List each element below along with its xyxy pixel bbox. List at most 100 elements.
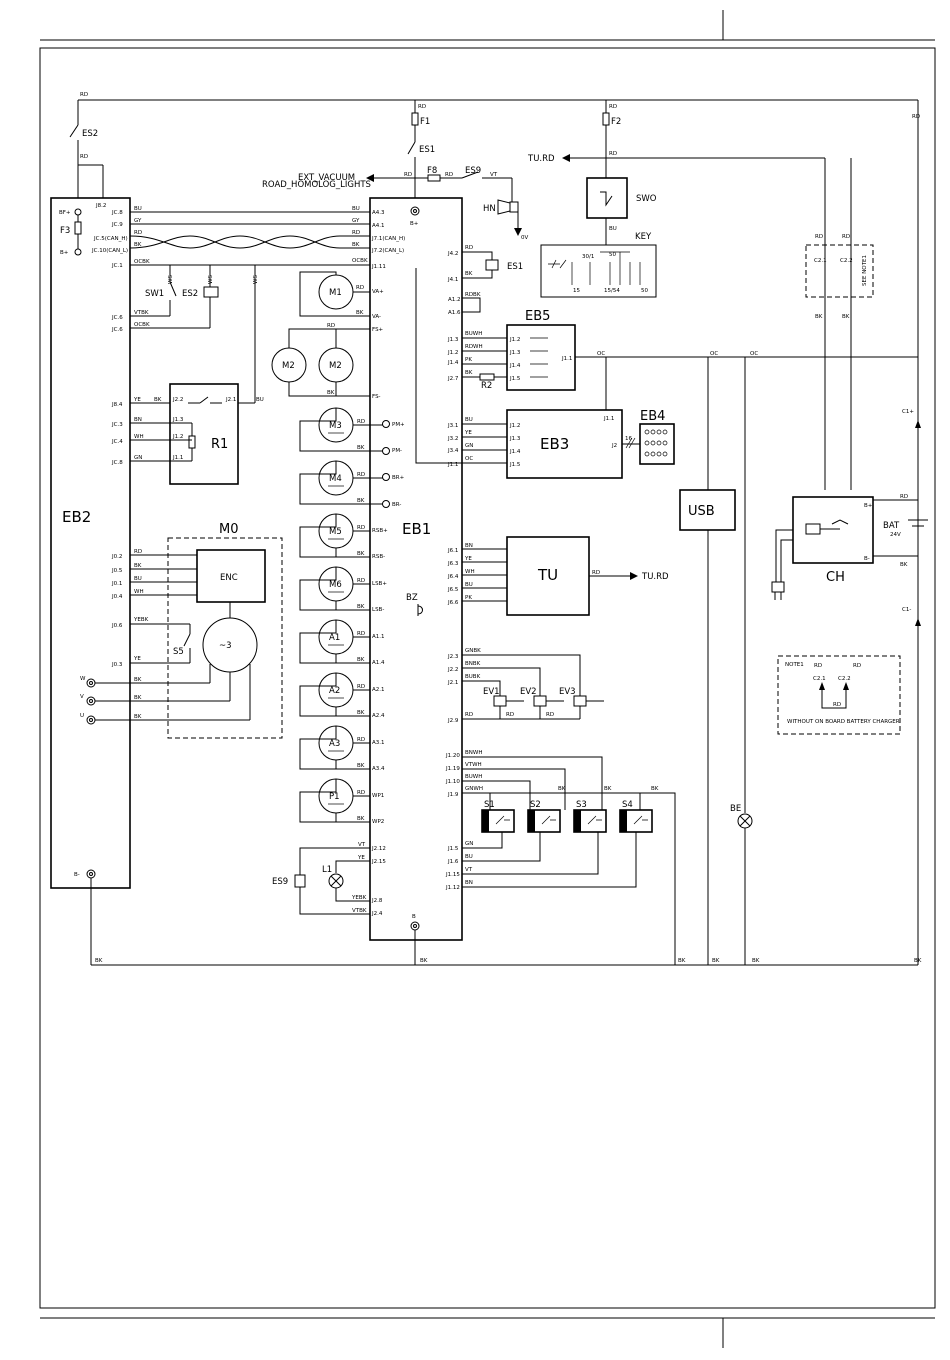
tu-module: TU BN YE WH BU PK RD TU.RD xyxy=(462,536,669,616)
b-plus-label: B+ xyxy=(60,250,69,256)
pin-label: JC.6 xyxy=(111,327,123,333)
ev2-label: EV2 xyxy=(520,687,537,697)
svg-text:GNWH: GNWH xyxy=(465,786,483,792)
svg-text:VA-: VA- xyxy=(372,314,381,320)
wire-label: WH xyxy=(134,434,144,440)
svg-text:J6.3: J6.3 xyxy=(447,561,459,567)
wire-label: BK xyxy=(678,958,686,964)
wire-label: BN xyxy=(134,417,142,423)
pin-label: JC.10(CAN_L) xyxy=(91,248,128,254)
svg-text:J1.5: J1.5 xyxy=(447,846,459,852)
wire-label: OCBK xyxy=(352,258,368,264)
svg-text:J1.2: J1.2 xyxy=(447,350,458,356)
svg-text:J2.7: J2.7 xyxy=(447,376,459,382)
svg-text:BK: BK xyxy=(651,786,659,792)
eb5-module: EB5 R2 BUWH RDWH PK BK J1.2 J1.3 J1.4 J1… xyxy=(462,309,918,391)
svg-text:A3.4: A3.4 xyxy=(372,766,385,772)
svg-text:A1.2: A1.2 xyxy=(448,297,461,303)
wire-label: RD xyxy=(912,114,920,120)
note1-box: NOTE1 RD RD C2.1 C2.2 RD WITHOUT ON BOAR… xyxy=(777,655,901,735)
road-lights-label: ROAD_HOMOLOG_LIGHTS xyxy=(262,180,371,190)
svg-text:BK: BK xyxy=(357,445,365,451)
svg-text:J4.1: J4.1 xyxy=(447,277,458,283)
wire-label: RD xyxy=(418,104,426,110)
motor3-label: ~3 xyxy=(219,641,232,651)
note1-text: WITHOUT ON BOARD BATTERY CHARGER xyxy=(787,719,900,725)
eb1-right-pins: J4.2 J4.1 A1.2 A1.6 J1.3 J1.2 J1.4 J2.7 … xyxy=(445,251,461,891)
eb2-module: EB2 J8.2 F3 BF+ B+ B- xyxy=(50,197,131,965)
svg-text:J1.20: J1.20 xyxy=(445,753,460,759)
svg-text:J2.1: J2.1 xyxy=(447,680,458,686)
svg-text:RSB-: RSB- xyxy=(372,554,385,560)
es9-label: ES9 xyxy=(272,877,288,887)
es9-top-label: ES9 xyxy=(465,166,481,176)
s4-label: S4 xyxy=(622,800,633,810)
svg-text:RDWH: RDWH xyxy=(465,344,483,350)
pin-label: J2.1 xyxy=(225,397,236,403)
pin-label: JC.4 xyxy=(111,439,123,445)
wire-label: VT xyxy=(490,172,498,178)
svg-text:BUWH: BUWH xyxy=(465,331,482,337)
svg-text:RD: RD xyxy=(833,702,841,708)
ch-label: CH xyxy=(826,570,845,585)
svg-text:J1.6: J1.6 xyxy=(447,859,459,865)
ws-tag: WS xyxy=(253,275,259,284)
svg-text:C2.2: C2.2 xyxy=(840,258,853,264)
s5-label: S5 xyxy=(173,647,184,657)
eb1-left-pins: A4.3 A4.1 J7.1(CAN_H) J7.2(CAN_L) J1.11 … xyxy=(371,210,405,917)
svg-text:J1.11: J1.11 xyxy=(371,264,386,270)
svg-text:J6.6: J6.6 xyxy=(447,600,459,606)
f2-label: F2 xyxy=(611,117,621,127)
wire-label: BK xyxy=(420,958,428,964)
svg-text:J6.1: J6.1 xyxy=(447,548,458,554)
svg-text:GNBK: GNBK xyxy=(465,648,481,654)
svg-text:BK: BK xyxy=(842,314,850,320)
page-frame xyxy=(39,10,936,1348)
es1-relay: ES1 RD BK RDBK xyxy=(462,245,523,313)
svg-text:J1.1: J1.1 xyxy=(447,462,458,468)
svg-text:PM-: PM- xyxy=(392,448,402,454)
svg-text:J1.19: J1.19 xyxy=(445,766,460,772)
svg-text:RD: RD xyxy=(357,472,365,478)
svg-text:BNBK: BNBK xyxy=(465,661,481,667)
r2-label: R2 xyxy=(481,381,492,391)
svg-text:J2.4: J2.4 xyxy=(371,911,383,917)
svg-text:BK: BK xyxy=(604,786,612,792)
svg-text:RD: RD xyxy=(815,234,823,240)
svg-text:RD: RD xyxy=(357,684,365,690)
f2-swo-key: F2 RD RD TU.RD SWO BU KEY 30/1 50 15 15/… xyxy=(527,100,825,298)
svg-text:FS-: FS- xyxy=(372,394,381,400)
pin-label: J0.4 xyxy=(111,594,123,600)
svg-text:J1.10: J1.10 xyxy=(445,779,460,785)
s1-label: S1 xyxy=(484,800,495,810)
svg-text:RDBK: RDBK xyxy=(465,292,481,298)
pin-label: J8.4 xyxy=(111,402,123,408)
es1-relay-label: ES1 xyxy=(507,262,523,272)
svg-text:BK: BK xyxy=(357,816,365,822)
svg-text:BK: BK xyxy=(356,310,364,316)
svg-text:BU: BU xyxy=(609,226,617,232)
svg-text:BK: BK xyxy=(465,370,473,376)
svg-text:J2.2: J2.2 xyxy=(447,667,458,673)
enc-label: ENC xyxy=(220,573,238,583)
eb2-label: EB2 xyxy=(62,508,91,526)
svg-text:15: 15 xyxy=(573,288,580,294)
note1-title: NOTE1 xyxy=(785,662,804,668)
svg-text:RD: RD xyxy=(357,737,365,743)
svg-text:RD: RD xyxy=(900,494,908,500)
pin-label: J1.2 xyxy=(172,434,183,440)
m1-label: M1 xyxy=(329,288,342,298)
zero-v-label: 0V xyxy=(521,235,528,241)
wire-label: BK xyxy=(154,397,162,403)
svg-text:16: 16 xyxy=(625,436,632,442)
es2-label: ES2 xyxy=(82,129,98,139)
svg-text:LSB+: LSB+ xyxy=(372,581,387,587)
es2-switch: ES2 RD xyxy=(69,100,104,198)
svg-text:C2.1: C2.1 xyxy=(813,676,826,682)
svg-text:BK: BK xyxy=(465,271,473,277)
svg-text:J2.15: J2.15 xyxy=(371,859,386,865)
wire-label: RD xyxy=(134,230,142,236)
svg-text:YE: YE xyxy=(357,855,365,861)
